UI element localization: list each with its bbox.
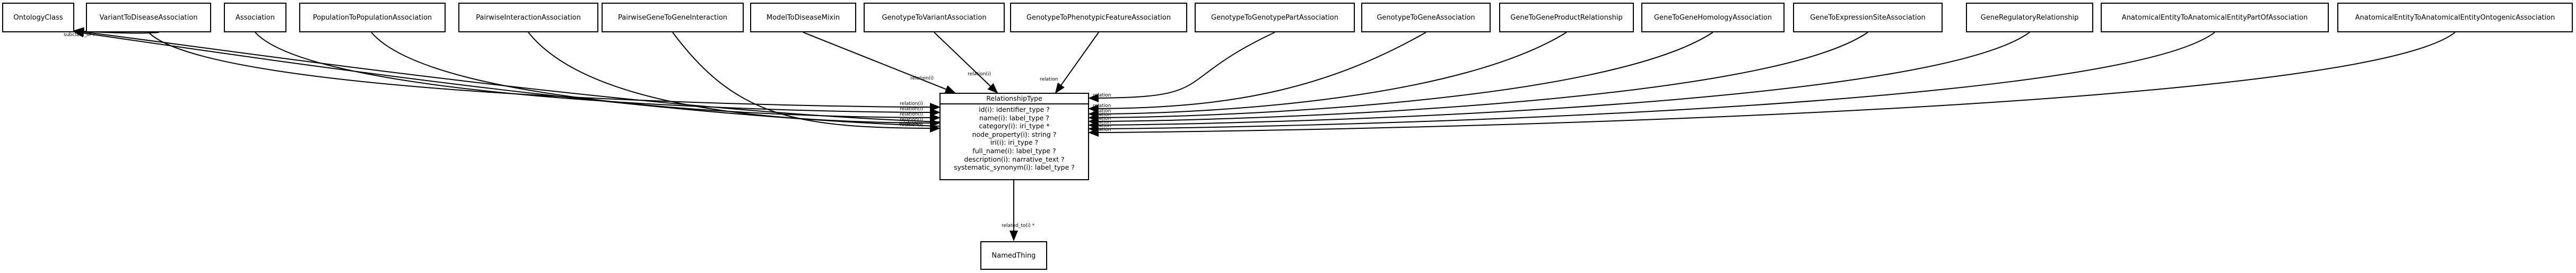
node-genotype-to-variant-association[interactable]: GenotypeToVariantAssociation xyxy=(864,3,1005,32)
edge-label-relation: relation(i) xyxy=(900,107,923,112)
node-association[interactable]: Association xyxy=(224,3,286,32)
node-population-to-population-association[interactable]: PopulationToPopulationAssociation xyxy=(299,3,446,32)
edge-label-relation: relation(i) xyxy=(900,112,923,117)
node-label: GenotypeToVariantAssociation xyxy=(882,13,987,22)
edge-label-relation: relation xyxy=(1093,109,1111,114)
relationship-type-title: RelationshipType xyxy=(941,94,1088,104)
node-label: GeneToExpressionSiteAssociation xyxy=(1810,13,1926,22)
node-label: NamedThing xyxy=(991,251,1036,260)
edge-relation-right-0 xyxy=(1088,32,1275,102)
edge-relation-left-1 xyxy=(255,32,941,117)
edge-label-subclass-of: subclass_of ? xyxy=(64,32,95,38)
node-label: PopulationToPopulationAssociation xyxy=(312,13,432,22)
edge-ontology-loop-1 xyxy=(73,28,940,122)
node-label: GeneToGeneProductRelationship xyxy=(1510,13,1623,22)
edge-label-relation: relation xyxy=(1040,77,1058,82)
edge-relation-right-4 xyxy=(1088,32,1868,126)
node-label: Association xyxy=(235,13,275,22)
edge-label-relation: relation xyxy=(1093,120,1111,125)
node-variant-to-disease-association[interactable]: VariantToDiseaseAssociation xyxy=(86,3,211,32)
node-gene-to-gene-product-relationship[interactable]: GeneToGeneProductRelationship xyxy=(1499,3,1634,32)
edge-label-relation: relation(i) xyxy=(910,76,934,81)
node-anatomical-entity-part-of-association[interactable]: AnatomicalEntityToAnatomicalEntityPartOf… xyxy=(2101,3,2329,32)
edge-label-relation: relation(i) xyxy=(900,122,923,128)
node-pairwise-interaction-association[interactable]: PairwiseInteractionAssociation xyxy=(458,3,598,32)
field-full-name: full_name(i): label_type ? xyxy=(972,146,1056,155)
node-label: GenotypeToPhenotypicFeatureAssociation xyxy=(1026,13,1171,22)
edge-label-relation: relation xyxy=(1093,112,1111,118)
edge-relation-right-5 xyxy=(1088,32,2030,129)
edge-relation-right-3 xyxy=(1088,32,1713,122)
relationship-type-fields: id(i): identifier_type ? name(i): label_… xyxy=(941,104,1088,172)
field-iri: iri(i): iri_type ? xyxy=(990,138,1039,147)
edge-label-relation: relation(i) xyxy=(968,72,991,77)
edge-ontology-loop-2 xyxy=(73,29,940,127)
field-name: name(i): label_type ? xyxy=(979,113,1049,122)
node-gene-to-gene-homology-association[interactable]: GeneToGeneHomologyAssociation xyxy=(1641,3,1785,32)
node-genotype-to-phenotypic-feature-association[interactable]: GenotypeToPhenotypicFeatureAssociation xyxy=(1010,3,1187,32)
edge-label-relation: relation(i) xyxy=(900,117,923,122)
edge-subclass-of xyxy=(73,27,160,36)
node-gene-to-expression-site-association[interactable]: GeneToExpressionSiteAssociation xyxy=(1793,3,1943,32)
edge-relation-right-7 xyxy=(1088,32,2456,137)
edge-relation-genotype-to-variant xyxy=(934,32,998,94)
edge-label-relation: relation xyxy=(1093,124,1111,129)
edge-relation-left-3 xyxy=(528,32,941,127)
node-named-thing[interactable]: NamedThing xyxy=(980,241,1047,270)
node-genotype-to-genotype-part-association[interactable]: GenotypeToGenotypePartAssociation xyxy=(1195,3,1355,32)
edge-relation-right-1 xyxy=(1088,32,1426,113)
relationship-type-class[interactable]: RelationshipType id(i): identifier_type … xyxy=(939,93,1089,180)
edge-label-relation: relation xyxy=(1093,116,1111,121)
node-label: AnatomicalEntityToAnatomicalEntityPartOf… xyxy=(2121,13,2308,22)
node-label: GenotypeToGeneAssociation xyxy=(1377,13,1475,22)
edge-relation-genotype-to-phenotypic xyxy=(1055,32,1099,94)
node-ontology-class[interactable]: OntologyClass xyxy=(2,3,74,32)
node-anatomical-entity-ontogenic-association[interactable]: AnatomicalEntityToAnatomicalEntityOntoge… xyxy=(2337,3,2573,32)
node-label: ModelToDiseaseMixin xyxy=(766,13,840,22)
field-id: id(i): identifier_type ? xyxy=(979,105,1050,113)
edge-label-relation: relation(i) xyxy=(900,101,923,107)
node-label: GeneToGeneHomologyAssociation xyxy=(1653,13,1772,22)
edge-relation-left-0 xyxy=(148,32,941,111)
node-label: GenotypeToGenotypePartAssociation xyxy=(1211,13,1338,22)
node-label: OntologyClass xyxy=(13,13,63,22)
field-node-property: node_property(i): string ? xyxy=(972,130,1057,138)
node-label: VariantToDiseaseAssociation xyxy=(99,13,198,22)
node-genotype-to-gene-association[interactable]: GenotypeToGeneAssociation xyxy=(1361,3,1491,32)
edge-relation-right-2 xyxy=(1088,32,1567,118)
node-gene-regulatory-relationship[interactable]: GeneRegulatoryRelationship xyxy=(1966,3,2093,32)
field-systematic-synonym: systematic_synonym(i): label_type ? xyxy=(954,163,1075,172)
edge-label-relation: relation xyxy=(1093,93,1111,98)
field-category: category(i): iri_type * xyxy=(979,122,1050,130)
node-pairwise-gene-to-gene-interaction[interactable]: PairwiseGeneToGeneInteraction xyxy=(602,3,744,32)
edge-relation-right-6 xyxy=(1088,32,2215,133)
edge-relation-model-to-disease xyxy=(803,32,956,93)
node-label: AnatomicalEntityToAnatomicalEntityOntoge… xyxy=(2355,13,2555,22)
edge-label-relation: relation xyxy=(1093,127,1111,133)
edge-label-relation: relation(i) xyxy=(899,121,922,126)
node-label: GeneRegulatoryRelationship xyxy=(1980,13,2079,22)
field-description: description(i): narrative_text ? xyxy=(964,155,1065,163)
edge-label-related-to: related_to(i) * xyxy=(1002,223,1035,228)
node-model-to-disease-mixin[interactable]: ModelToDiseaseMixin xyxy=(750,3,856,32)
node-label: PairwiseGeneToGeneInteraction xyxy=(617,13,728,22)
node-label: PairwiseInteractionAssociation xyxy=(476,13,581,22)
edge-label-relation: relation xyxy=(1093,103,1111,109)
edge-relation-left-2 xyxy=(371,32,941,122)
